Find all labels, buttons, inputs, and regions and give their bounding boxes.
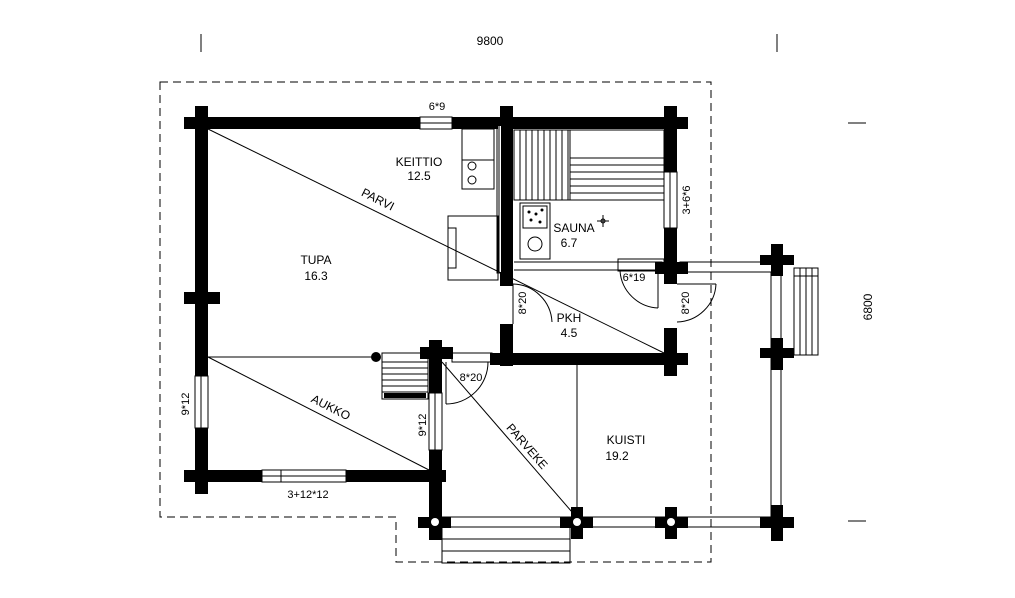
porch-structure [418,244,794,541]
steps-bottom [441,526,571,564]
room-name-sauna: SAUNA [553,221,594,235]
width-dimension-label: 9800 [477,34,504,48]
label-win-left: 9*12 [180,393,192,416]
sauna-benches [513,129,665,201]
label-win-top: 6*9 [429,101,446,113]
porch-post [560,507,593,539]
sauna-lamp-icon [597,215,609,227]
label-win-bottom: 3+12*12 [287,489,328,501]
loft-stair [381,352,440,400]
door-sauna-side [619,270,659,309]
dimension-marks [200,34,866,522]
depth-dimension-label: 6800 [861,293,875,320]
annotation-parveke: PARVEKE [503,421,550,472]
window-hall [428,392,443,451]
porch-post [655,507,688,539]
porch-post [760,505,794,541]
loft-outline-lines [207,128,665,513]
room-name-keittio: KEITTIO [396,155,443,169]
outer-walls [184,106,688,494]
roof-overhang-outline [159,81,712,563]
label-door-pkh-right: 8*20 [680,292,692,315]
door-pkh-left [512,283,553,324]
door-pkh-right [676,283,717,323]
label-win-sauna-right: 3+6*6 [681,185,693,214]
door-hall [445,352,493,405]
room-area-sauna: 6.7 [561,236,578,250]
room-area-kuisti: 19.2 [605,449,629,463]
steps-right [793,267,819,356]
label-door-hall: 8*20 [460,372,483,384]
label-win-hall: 9*12 [417,414,429,437]
sauna-vent-marks [506,222,512,258]
room-name-pkh: PKH [557,311,582,325]
porch-post [760,338,794,370]
room-area-pkh: 4.5 [561,326,578,340]
window-left [194,375,209,429]
porch-post [760,244,794,276]
window-top [419,116,453,130]
room-area-tupa: 16.3 [304,269,328,283]
room-name-tupa: TUPA [300,253,331,267]
label-door-sauna-side: 6*19 [623,272,646,284]
annotation-aukko: AUKKO [309,392,353,424]
window-sauna-right [663,171,678,229]
room-name-kuisti: KUISTI [607,433,646,447]
label-door-pkh-left: 8*20 [517,292,529,315]
annotation-parvi: PARVI [359,185,396,213]
room-area-keittio: 12.5 [407,169,431,183]
window-sauna-side [617,258,665,272]
fireplace [447,215,499,281]
kitchen-counter [461,128,495,190]
porch-post [418,507,451,539]
sauna-stove [519,202,551,260]
window-bottom [261,469,347,483]
